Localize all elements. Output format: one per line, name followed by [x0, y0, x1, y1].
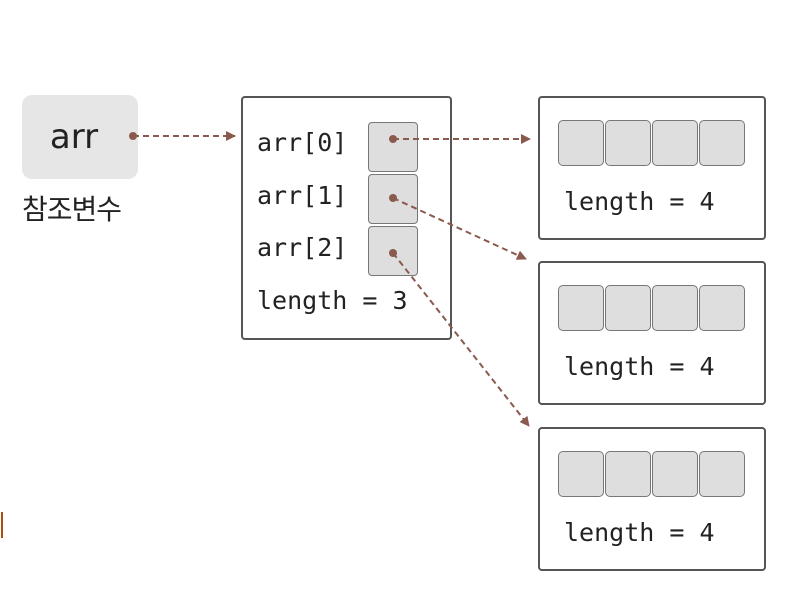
reference-variable-name: arr [49, 117, 99, 157]
array-cell [558, 451, 604, 497]
array-cell [605, 285, 651, 331]
inner-array-object-0 [538, 96, 766, 240]
outer-element-slot-2 [368, 226, 418, 276]
inner-array-object-2 [538, 427, 766, 571]
inner-array-cells-1 [558, 285, 746, 331]
array-cell [652, 120, 698, 166]
inner-length-label-0: length = 4 [564, 187, 715, 216]
outer-element-label-0: arr[0] [257, 128, 348, 157]
reference-variable-caption: 참조변수 [22, 193, 122, 226]
inner-array-cells-0 [558, 120, 746, 166]
array-cell [605, 120, 651, 166]
reference-variable-box [22, 95, 138, 179]
outer-element-label-2: arr[2] [257, 233, 348, 262]
inner-array-object-1 [538, 261, 766, 405]
inner-array-cells-2 [558, 451, 746, 497]
edge-mark [1, 512, 3, 538]
outer-element-slot-1 [368, 174, 418, 224]
array-cell [652, 285, 698, 331]
outer-element-slot-0 [368, 122, 418, 172]
outer-length-label: length = 3 [257, 286, 408, 315]
inner-length-label-2: length = 4 [564, 518, 715, 547]
array-cell [558, 285, 604, 331]
array-cell [652, 451, 698, 497]
outer-element-label-1: arr[1] [257, 181, 348, 210]
array-cell [699, 285, 745, 331]
array-cell [699, 451, 745, 497]
array-cell [699, 120, 745, 166]
inner-length-label-1: length = 4 [564, 352, 715, 381]
array-cell [558, 120, 604, 166]
array-cell [605, 451, 651, 497]
